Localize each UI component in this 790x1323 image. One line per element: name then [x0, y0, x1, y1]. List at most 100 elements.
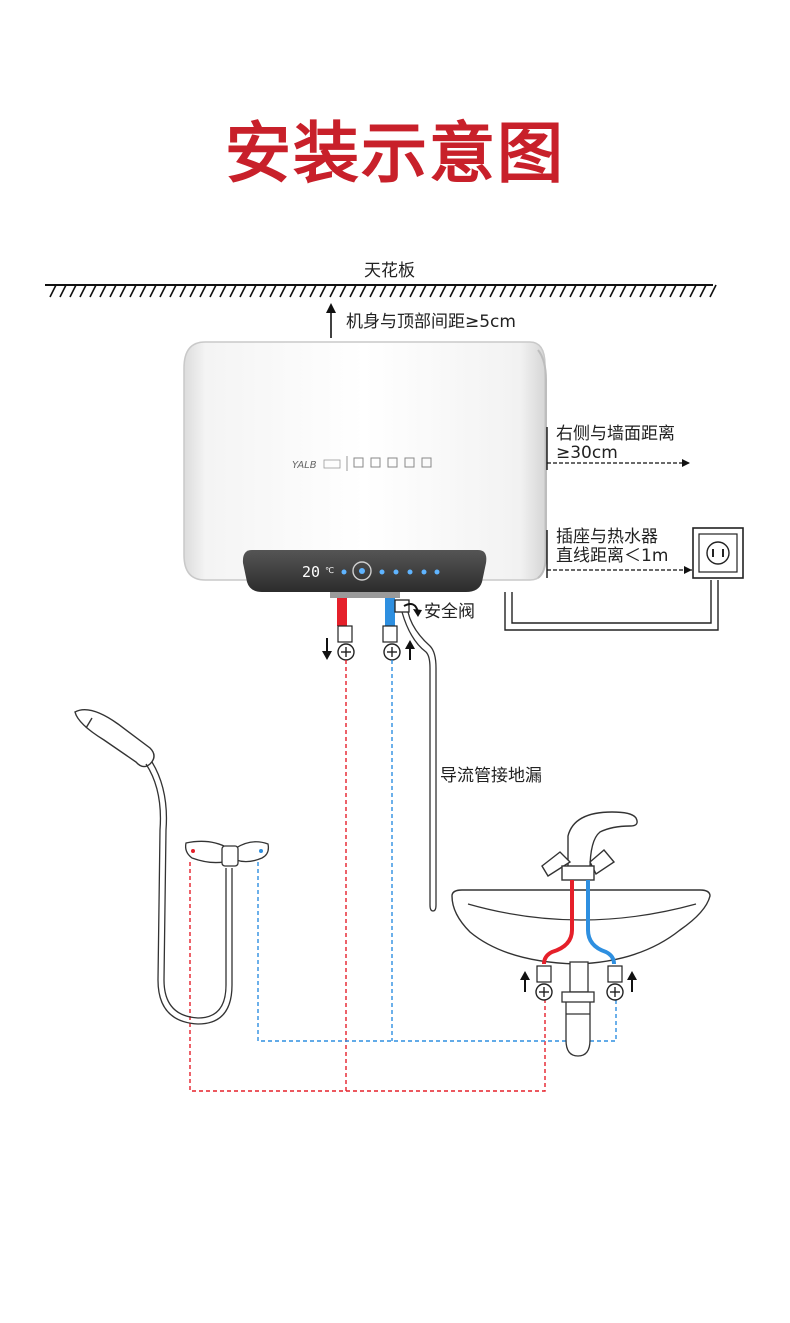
power-cord: [504, 580, 719, 631]
ceiling-hatch-mark: [339, 284, 347, 298]
ceiling-hatch-mark: [89, 284, 97, 298]
basin-drain-trap: [561, 961, 595, 1057]
ceiling-hatch-mark: [119, 284, 127, 298]
arrow-up-icon: [627, 971, 637, 992]
ceiling-hatch-mark: [669, 284, 677, 298]
ceiling-hatch-mark: [419, 284, 427, 298]
ceiling-hatch-mark: [349, 284, 357, 298]
ceiling-hatch-mark: [309, 284, 317, 298]
ceiling-hatch-mark: [179, 284, 187, 298]
basin-supply-pipes: [542, 880, 616, 965]
ceiling-hatch-mark: [469, 284, 477, 298]
arrow-up-icon: [405, 640, 415, 660]
ceiling-hatch-mark: [109, 284, 117, 298]
brand-logo: YALB: [292, 456, 348, 471]
ceiling-hatch-mark: [679, 284, 687, 298]
ceiling-hatch-mark: [549, 284, 557, 298]
ceiling-hatch-mark: [489, 284, 497, 298]
shower-mixer-valve: [184, 840, 270, 867]
cold-water-inlet: [382, 598, 401, 661]
ceiling-hatch-mark: [159, 284, 167, 298]
top-clearance-arrow: [326, 303, 336, 338]
ceiling-hatch-mark: [99, 284, 107, 298]
ceiling-hatch-mark: [459, 284, 467, 298]
ceiling-hatch-mark: [289, 284, 297, 298]
ceiling-hatch-mark: [249, 284, 257, 298]
hot-water-outlet: [337, 598, 355, 661]
arrow-down-icon: [322, 638, 332, 660]
ceiling-hatch-mark: [699, 284, 707, 298]
ceiling-hatch-mark: [219, 284, 227, 298]
faucet-icon: [541, 811, 638, 881]
drain-tube: [401, 611, 437, 912]
ceiling-hatch-mark: [49, 284, 57, 298]
ceiling-hatch-mark: [269, 284, 277, 298]
ceiling-hatch-mark: [569, 284, 577, 298]
wall-socket-icon: [692, 527, 744, 579]
ceiling-hatch-mark: [189, 284, 197, 298]
ceiling-hatch-mark: [379, 284, 387, 298]
ceiling-hatch-mark: [659, 284, 667, 298]
wash-basin: [451, 889, 711, 965]
ceiling-hatch-mark: [259, 284, 267, 298]
ceiling-hatch-mark: [689, 284, 697, 298]
ceiling-hatch-mark: [329, 284, 337, 298]
ceiling-hatch-mark: [649, 284, 657, 298]
ceiling-hatch-mark: [139, 284, 147, 298]
ceiling-hatch-mark: [129, 284, 137, 298]
ceiling-hatch-mark: [449, 284, 457, 298]
drain-pipe-label: 导流管接地漏: [440, 766, 542, 786]
ceiling-hatch-mark: [69, 284, 77, 298]
right-clearance-dimension: [546, 427, 690, 470]
ceiling-hatch-mark: [79, 284, 87, 298]
ceiling-hatch-mark: [59, 284, 67, 298]
ceiling-hatch-mark: [559, 284, 567, 298]
ceiling-hatch-mark: [279, 284, 287, 298]
ceiling-label: 天花板: [364, 261, 415, 281]
right-clearance-label-line2: ≥30cm: [556, 443, 618, 463]
socket-distance-dimension: [546, 530, 692, 578]
ceiling-hatch-mark: [369, 284, 377, 298]
ceiling-hatch-mark: [589, 284, 597, 298]
ceiling-hatch-mark: [599, 284, 607, 298]
ceiling-hatch-mark: [359, 284, 367, 298]
basin-hot-valve: [535, 965, 553, 1001]
ceiling-hatch-mark: [479, 284, 487, 298]
basin-cold-valve: [606, 965, 624, 1001]
ceiling-hatch-mark: [629, 284, 637, 298]
ceiling-hatch-mark: [499, 284, 507, 298]
ceiling-hatch-mark: [509, 284, 517, 298]
ceiling-hatch-mark: [409, 284, 417, 298]
ceiling-hatch-mark: [619, 284, 627, 298]
cold-water-lines: [257, 660, 617, 1042]
ceiling-hatch-mark: [199, 284, 207, 298]
socket-distance-label-line1: 插座与热水器: [556, 527, 658, 547]
ceiling-hatch-mark: [399, 284, 407, 298]
top-clearance-label: 机身与顶部间距≥5cm: [346, 312, 516, 332]
temperature-display: 20: [302, 563, 320, 581]
safety-valve-label: 安全阀: [424, 602, 475, 622]
ceiling-hatch-mark: [319, 284, 327, 298]
ceiling-hatch-mark: [709, 284, 717, 298]
ceiling-hatch-mark: [539, 284, 547, 298]
ceiling-hatch-mark: [169, 284, 177, 298]
safety-valve-icon: [394, 599, 422, 617]
ceiling-hatch-mark: [529, 284, 537, 298]
ceiling-hatch-mark: [609, 284, 617, 298]
ceiling-hatch-mark: [429, 284, 437, 298]
ceiling-hatch-mark: [209, 284, 217, 298]
shower-hose: [145, 761, 233, 1025]
ceiling-hatch-mark: [389, 284, 397, 298]
hot-water-lines: [189, 660, 546, 1092]
ceiling-hatch-mark: [299, 284, 307, 298]
ceiling-hatch-mark: [229, 284, 237, 298]
ceiling-hatch-mark: [519, 284, 527, 298]
shower-head-icon: [74, 709, 155, 768]
right-clearance-label-line1: 右侧与墙面距离: [556, 424, 675, 444]
ceiling: [45, 284, 717, 298]
page-title: 安装示意图: [225, 115, 565, 192]
ceiling-hatch-mark: [239, 284, 247, 298]
ceiling-hatch-mark: [149, 284, 157, 298]
